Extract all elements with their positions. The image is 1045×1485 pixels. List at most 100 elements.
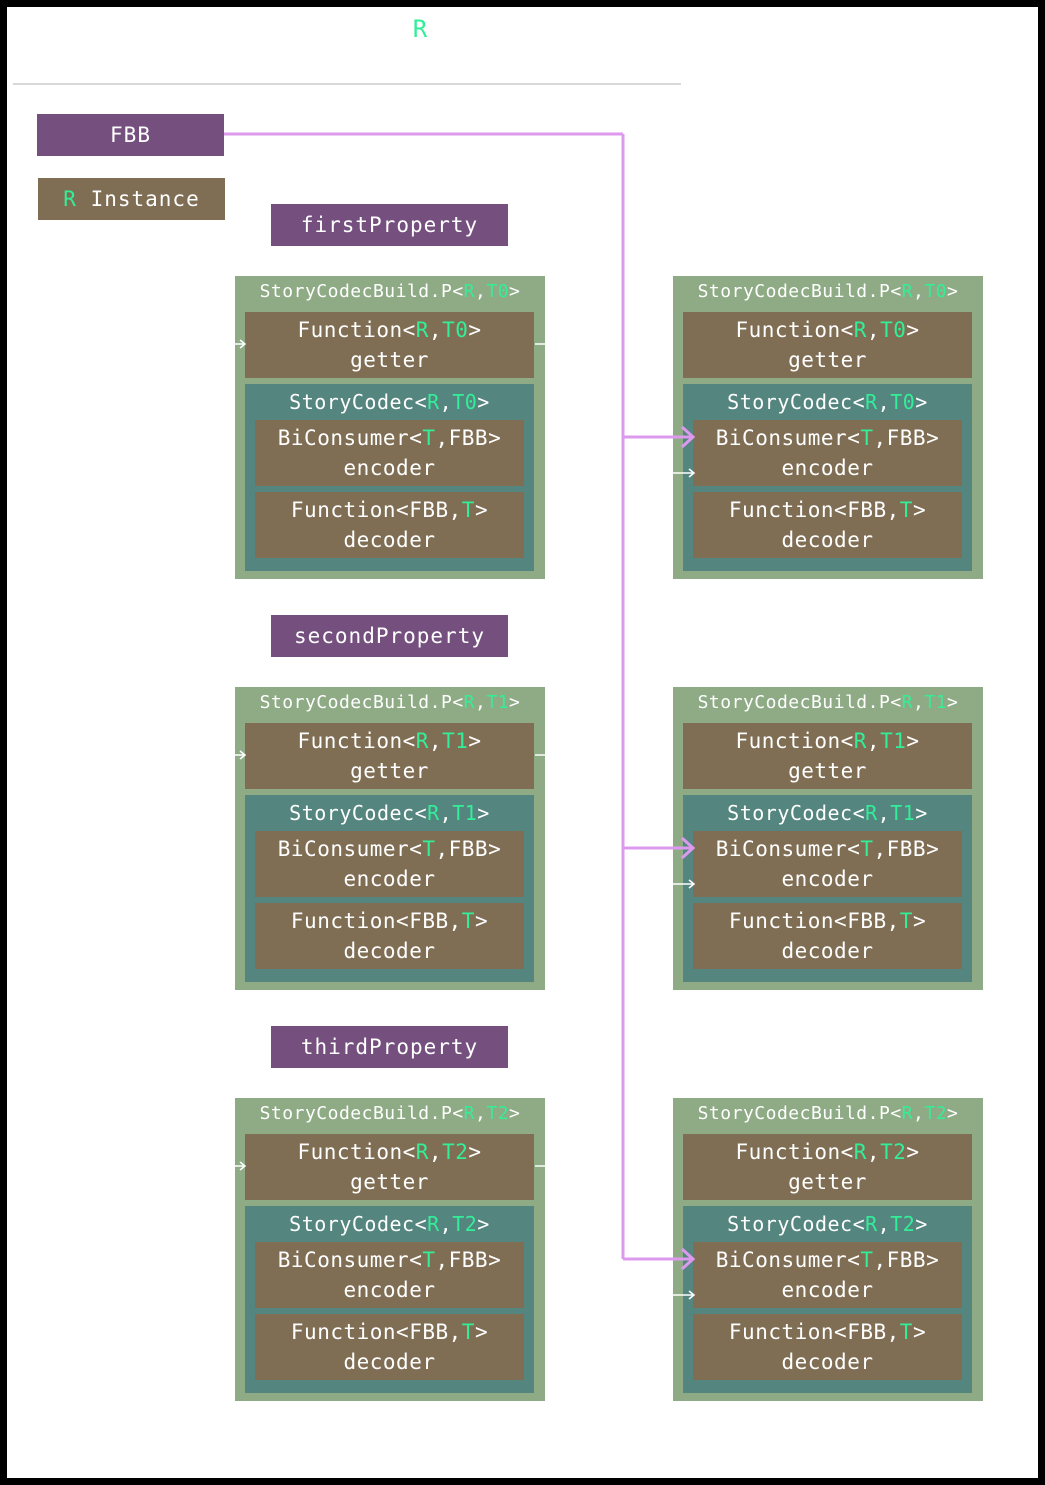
property-label: thirdProperty: [271, 1026, 508, 1068]
type-param-t: T: [422, 837, 436, 861]
comma: ,: [428, 729, 443, 753]
type-param-t: T: [860, 426, 874, 450]
type-name: BiConsumer<: [277, 426, 423, 450]
angle-close: >: [915, 390, 928, 414]
type-param-t: T2: [452, 1212, 478, 1236]
type-name: StoryCodec<: [727, 1212, 866, 1236]
type-param-t: T: [899, 498, 913, 522]
story-codec-title: StoryCodec<R,T1>: [683, 801, 972, 827]
angle-close: >: [906, 1140, 920, 1164]
type-param-t: T2: [442, 1140, 469, 1164]
angle-close: >: [474, 1320, 489, 1344]
type-param-t: T: [422, 1248, 436, 1272]
comma: ,: [877, 390, 891, 414]
type-name: Function<FBB,: [290, 1320, 462, 1344]
type-name: Function<: [735, 318, 854, 342]
story-codec-box: StoryCodec<R,T2>BiConsumer<T,FBB>encoder…: [683, 1206, 972, 1393]
encoder-box: BiConsumer<T,FBB>encoder: [255, 831, 524, 897]
encoder-name: encoder: [781, 456, 874, 480]
angle-close: >: [509, 281, 521, 302]
type-name: StoryCodec<: [289, 801, 428, 825]
decoder-name: decoder: [781, 939, 874, 963]
decoder-type: Function<FBB,T>: [693, 1317, 962, 1347]
encoder-type: BiConsumer<T,FBB>: [255, 423, 524, 453]
decoder-box: Function<FBB,T>decoder: [693, 1314, 962, 1380]
type-suffix: ,FBB>: [873, 837, 940, 861]
decoder-box: Function<FBB,T>decoder: [693, 903, 962, 969]
comma: ,: [913, 1103, 925, 1124]
story-codec-box: StoryCodec<R,T1>BiConsumer<T,FBB>encoder…: [245, 795, 534, 982]
encoder-type: BiConsumer<T,FBB>: [255, 1245, 524, 1275]
angle-close: >: [474, 909, 489, 933]
decoder-type: Function<FBB,T>: [255, 495, 524, 525]
type-suffix: ,FBB>: [435, 837, 502, 861]
type-param-t: T1: [452, 801, 478, 825]
getter-type: Function<R,T0>: [245, 315, 534, 345]
decoder-box: Function<FBB,T>decoder: [255, 1314, 524, 1380]
type-param-t: T2: [924, 1103, 948, 1124]
getter-box: Function<R,T1>getter: [245, 723, 534, 789]
decoder-name: decoder: [343, 1350, 436, 1374]
story-codec-title: StoryCodec<R,T0>: [245, 390, 534, 416]
angle-close: >: [912, 498, 927, 522]
comma: ,: [439, 390, 453, 414]
encoder-name: encoder: [343, 1278, 436, 1302]
type-param-r: R: [865, 390, 878, 414]
type-param-r: R: [853, 318, 867, 342]
type-param-r: R: [853, 1140, 867, 1164]
decoder-type: Function<FBB,T>: [693, 495, 962, 525]
type-param-r: R: [865, 801, 878, 825]
type-param-t: T1: [486, 692, 510, 713]
property-build-block-encoded: StoryCodecBuild.P<R,T0> Function<R,T0>get…: [673, 276, 983, 579]
type-name: Function<: [735, 729, 854, 753]
decoder-type: Function<FBB,T>: [255, 906, 524, 936]
decoder-box: Function<FBB,T>decoder: [255, 903, 524, 969]
type-name: StoryCodec<: [727, 390, 866, 414]
type-param-t: T0: [442, 318, 469, 342]
getter-type: Function<R,T2>: [245, 1137, 534, 1167]
type-name: StoryCodecBuild.P<: [697, 281, 902, 302]
angle-close: >: [906, 318, 920, 342]
angle-close: >: [912, 909, 927, 933]
build-block-title: StoryCodecBuild.P<R,T1>: [673, 692, 983, 716]
encoder-name: encoder: [781, 867, 874, 891]
type-param-r: R: [463, 692, 476, 713]
getter-name: getter: [350, 1170, 429, 1194]
story-codec-box: StoryCodec<R,T0>BiConsumer<T,FBB>encoder…: [245, 384, 534, 571]
getter-name: getter: [788, 759, 867, 783]
story-codec-box: StoryCodec<R,T1>BiConsumer<T,FBB>encoder…: [683, 795, 972, 982]
getter-name: getter: [350, 348, 429, 372]
property-label: firstProperty: [271, 204, 508, 246]
decoder-name: decoder: [343, 528, 436, 552]
type-param-r: R: [901, 692, 914, 713]
build-block-title: StoryCodecBuild.P<R,T0>: [673, 281, 983, 305]
getter-name: getter: [788, 1170, 867, 1194]
comma: ,: [475, 692, 487, 713]
type-name: Function<FBB,: [728, 1320, 900, 1344]
type-suffix: ,FBB>: [435, 1248, 502, 1272]
build-block-title: StoryCodecBuild.P<R,T2>: [235, 1103, 545, 1127]
type-name: Function<FBB,: [728, 909, 900, 933]
comma: ,: [866, 1140, 881, 1164]
type-param-t: T1: [880, 729, 907, 753]
type-name: StoryCodecBuild.P<: [697, 1103, 902, 1124]
type-name: Function<: [735, 1140, 854, 1164]
type-param-t: T: [422, 426, 436, 450]
angle-close: >: [509, 692, 521, 713]
type-param-t: T1: [924, 692, 948, 713]
encoder-box: BiConsumer<T,FBB>encoder: [693, 420, 962, 486]
type-name: Function<: [297, 318, 416, 342]
property-label: secondProperty: [271, 615, 508, 657]
type-param-t: T: [899, 1320, 913, 1344]
encoder-type: BiConsumer<T,FBB>: [693, 1245, 962, 1275]
type-param-t: T2: [880, 1140, 907, 1164]
type-param-r: R: [901, 1103, 914, 1124]
getter-box: Function<R,T0>getter: [683, 312, 972, 378]
type-param-r: R: [427, 390, 440, 414]
getter-box: Function<R,T2> getter: [683, 1134, 972, 1200]
getter-box: Function<R,T2> getter: [245, 1134, 534, 1200]
type-param-r: R: [415, 729, 429, 753]
r-instance-legend-box: R Instance: [38, 178, 225, 220]
getter-name: getter: [350, 759, 429, 783]
angle-close: >: [477, 390, 490, 414]
